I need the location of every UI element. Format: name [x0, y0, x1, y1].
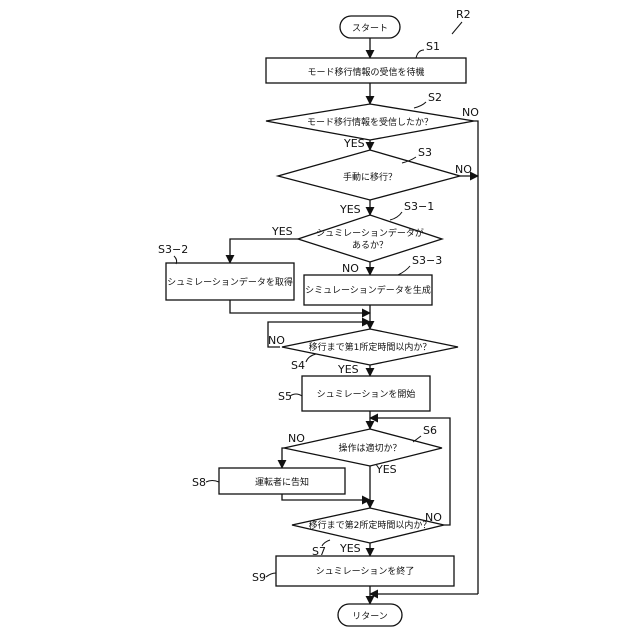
decision-s4-yes: YES	[337, 363, 359, 376]
step-s9-leader	[266, 573, 276, 577]
step-s8-label: S8	[192, 476, 206, 489]
decision-s6-label: S6	[423, 424, 437, 437]
decision-s3-1-line1: シュミレーションデータが	[316, 227, 424, 239]
step-s3-2-text: シュミレーションデータを取得	[167, 276, 293, 288]
arrow-s3-1-yes	[230, 239, 298, 263]
decision-s2-leader	[414, 102, 426, 108]
decision-s3-label: S3	[418, 146, 432, 159]
decision-s2-yes: YES	[343, 137, 365, 150]
step-s3-3-text: シミュレーションデータを生成	[305, 284, 431, 296]
decision-s6-no: NO	[288, 432, 305, 445]
arrow-s6-no	[282, 448, 284, 468]
decision-s4-leader	[306, 354, 316, 362]
arrow-s8-merge	[282, 494, 370, 500]
decision-s6-yes: YES	[375, 463, 397, 476]
end-terminal-text: リターン	[352, 611, 388, 622]
step-s5-label: S5	[278, 390, 292, 403]
decision-s2-text: モード移行情報を受信したか？	[307, 116, 433, 128]
step-s9-label: S9	[252, 571, 266, 584]
decision-s3-1-label: S3−1	[404, 200, 434, 213]
step-s1-label: S1	[426, 40, 440, 53]
decision-s7-yes: YES	[339, 542, 361, 555]
decision-s2-no: NO	[462, 106, 479, 119]
decision-s3-no: NO	[455, 163, 472, 176]
step-s3-2-label: S3−2	[158, 243, 188, 256]
decision-s3-1-yes: YES	[271, 225, 293, 238]
decision-s3-text: 手動に移行？	[343, 171, 397, 183]
decision-s4-text: 移行まで第1所定時間以内か？	[309, 341, 432, 353]
decision-s3-1-no: NO	[342, 262, 359, 275]
decision-s4-no: NO	[268, 334, 285, 347]
step-s3-3-label: S3−3	[412, 254, 442, 267]
step-s5-text: シュミレーションを開始	[317, 388, 416, 400]
step-s3-3-leader	[398, 266, 410, 275]
diagram-id: R2	[456, 8, 471, 21]
step-s1-text: モード移行情報の受信を待機	[307, 66, 424, 78]
step-s8-text: 運転者に告知	[255, 476, 309, 488]
decision-s2-label: S2	[428, 91, 442, 104]
decision-s6-text: 操作は適切か？	[338, 442, 401, 454]
path-s2-no	[474, 121, 478, 594]
decision-s4-label: S4	[291, 359, 305, 372]
decision-s7-no: NO	[425, 511, 442, 524]
diagram-id-leader	[452, 22, 462, 34]
decision-s3-1-line2: あるか？	[352, 240, 388, 251]
start-terminal-text: スタート	[352, 23, 388, 34]
decision-s7-text: 移行まで第2所定時間以内か？	[309, 519, 432, 531]
decision-s3-yes: YES	[339, 203, 361, 216]
step-s9-text: シュミレーションを終了	[316, 565, 415, 577]
step-s8-leader	[206, 481, 219, 483]
decision-s3-1-leader	[390, 212, 402, 220]
step-s1-leader	[416, 50, 424, 58]
